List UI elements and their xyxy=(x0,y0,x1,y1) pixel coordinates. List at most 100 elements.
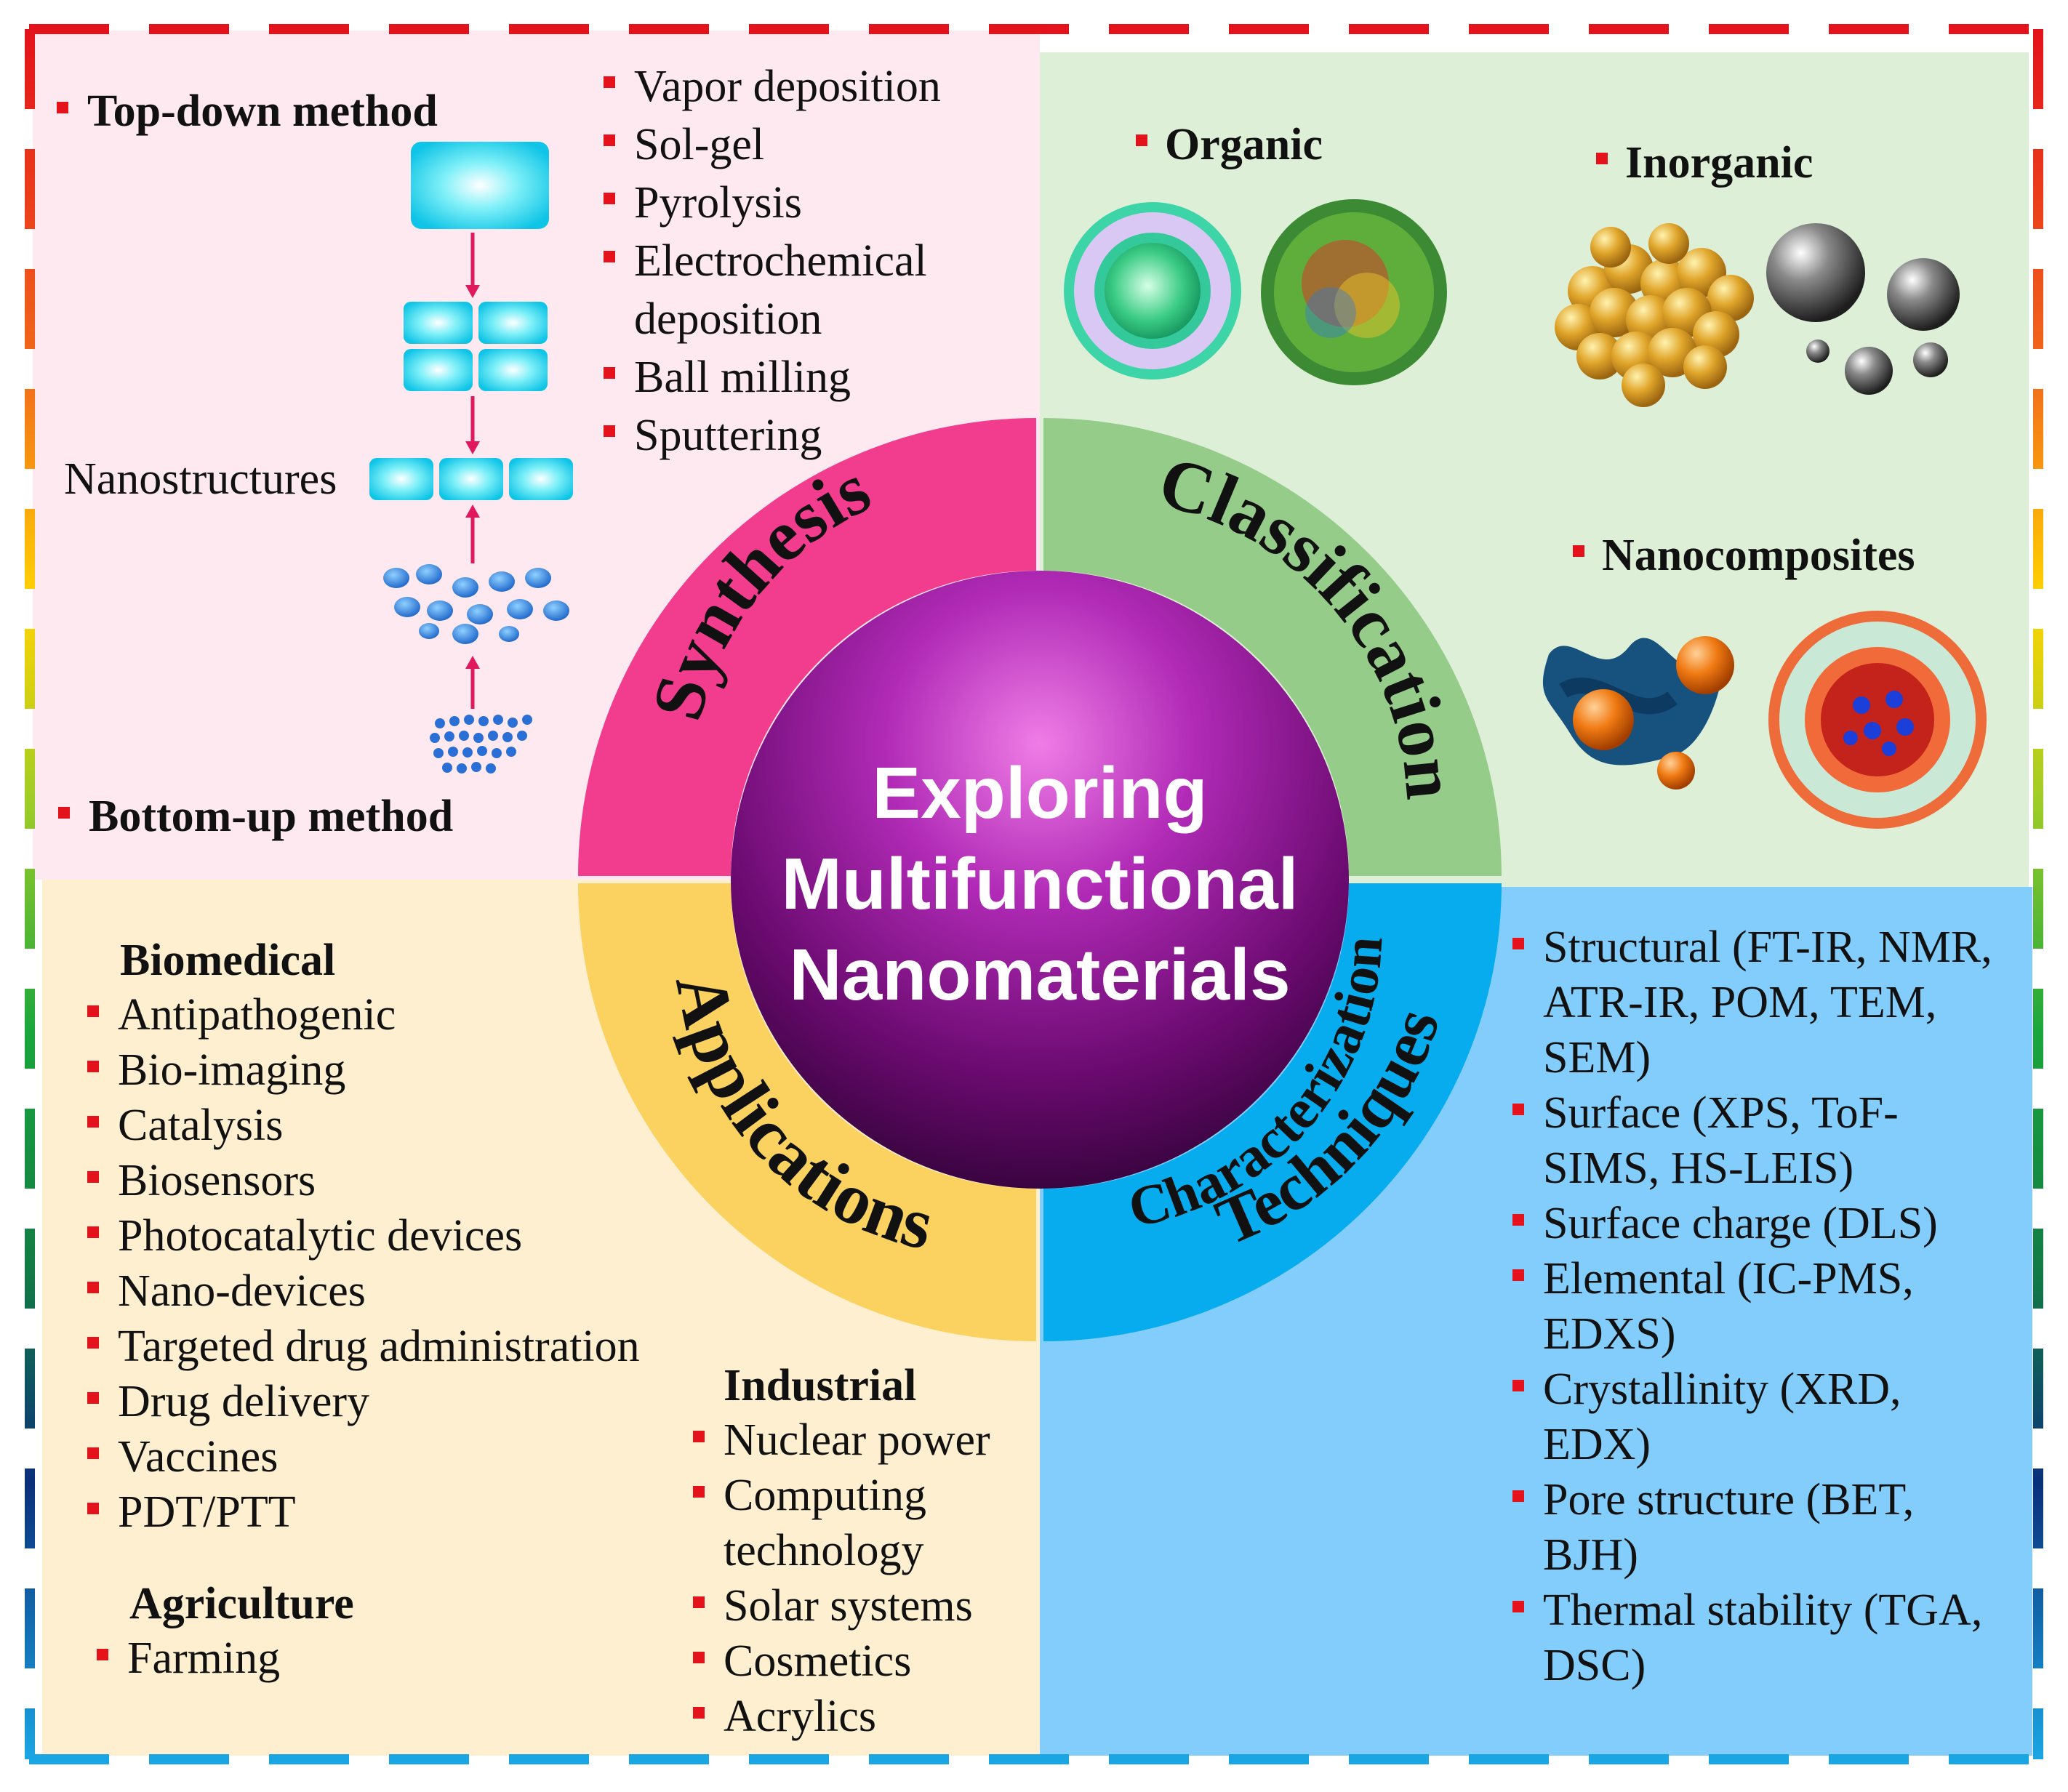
atoms-icon xyxy=(430,715,532,774)
bullet xyxy=(604,367,615,379)
list-item: Photocatalytic devices xyxy=(118,1211,523,1261)
biomedical-heading: Biomedical xyxy=(120,936,336,985)
list-item: Antipathogenic xyxy=(118,990,396,1040)
list-item: Ball milling xyxy=(634,353,851,402)
bullet xyxy=(1512,1490,1524,1502)
bullet xyxy=(1512,1269,1524,1281)
top-down-method-label: Top-down method xyxy=(87,87,438,136)
organic-label: Organic xyxy=(1165,120,1323,169)
inorganic-label: Inorganic xyxy=(1625,138,1813,188)
list-item: deposition xyxy=(634,294,822,344)
list-item: technology xyxy=(724,1526,924,1575)
bullet xyxy=(97,1649,108,1660)
metal-nanoparticle-icon xyxy=(1887,258,1960,331)
bullet xyxy=(87,1447,99,1459)
bullet xyxy=(87,1171,99,1183)
bullet xyxy=(604,193,615,204)
liposome-icon xyxy=(1064,202,1241,379)
characterization-ring-segment xyxy=(1043,883,1502,1341)
center-sphere xyxy=(731,571,1349,1189)
list-item: Solar systems xyxy=(724,1581,973,1631)
bottom-up-method-label: Bottom-up method xyxy=(89,792,454,841)
nanocomposites-label: Nanocomposites xyxy=(1602,531,1915,580)
nanostructures-label: Nanostructures xyxy=(64,454,337,504)
list-item: Surface charge (DLS) xyxy=(1543,1199,1938,1248)
bullet xyxy=(87,1503,99,1514)
nanostructure-blocks-icon xyxy=(369,458,573,500)
list-item: Nano-devices xyxy=(118,1266,366,1316)
bullet xyxy=(693,1431,705,1442)
cluster-particles-icon xyxy=(383,564,569,644)
list-item: Computing xyxy=(724,1471,927,1520)
list-item: Vaccines xyxy=(118,1432,278,1482)
polymer-nanocomposite-icon xyxy=(1542,636,1734,789)
metal-nanoparticle-icon xyxy=(1913,342,1948,377)
bullet xyxy=(1512,1380,1524,1391)
list-item: BJH) xyxy=(1543,1530,1638,1580)
metal-nanoparticle-icon xyxy=(1806,339,1829,363)
list-item: Surface (XPS, ToF- xyxy=(1543,1088,1899,1138)
bullet xyxy=(1512,1104,1524,1115)
center-title-line-3: Nanomaterials xyxy=(789,934,1290,1016)
bullet xyxy=(1573,545,1584,557)
center-title-line-2: Multifunctional xyxy=(782,843,1299,925)
list-item: Acrylics xyxy=(724,1692,877,1741)
list-item: Drug delivery xyxy=(118,1377,370,1426)
list-item: Elemental (IC-PMS, xyxy=(1543,1254,1914,1303)
bullet xyxy=(58,807,70,819)
list-item: Structural (FT-IR, NMR, xyxy=(1543,923,1992,972)
bulk-block-icon xyxy=(411,142,549,229)
classification-illustrations xyxy=(1064,199,1987,829)
list-item: Pyrolysis xyxy=(634,178,802,228)
metal-nanoparticle-icon xyxy=(1766,223,1865,322)
bullet xyxy=(1596,153,1608,164)
bullet xyxy=(604,134,615,146)
metal-nanoparticle-icon xyxy=(1845,347,1893,395)
bullet xyxy=(87,1005,99,1017)
list-item: Sputtering xyxy=(634,411,822,460)
bullet xyxy=(693,1486,705,1498)
split-blocks-icon xyxy=(404,302,548,391)
bullet xyxy=(693,1596,705,1608)
bullet xyxy=(87,1337,99,1349)
list-item: Targeted drug administration xyxy=(118,1322,640,1371)
classification-ring-segment xyxy=(1043,418,1502,876)
industrial-heading: Industrial xyxy=(724,1361,917,1410)
bullet xyxy=(1512,1214,1524,1226)
bullet xyxy=(1512,938,1524,949)
list-item: Cosmetics xyxy=(724,1636,912,1686)
list-item: Pore structure (BET, xyxy=(1543,1475,1915,1524)
list-item: Farming xyxy=(127,1634,281,1683)
bullet xyxy=(604,425,615,437)
list-item: Vapor deposition xyxy=(634,62,941,111)
bullet xyxy=(87,1061,99,1072)
list-item: ATR-IR, POM, TEM, xyxy=(1543,978,1937,1027)
list-item: Biosensors xyxy=(118,1156,316,1205)
bullet xyxy=(87,1226,99,1238)
bullet xyxy=(57,102,68,113)
bullet xyxy=(87,1282,99,1293)
list-item: PDT/PTT xyxy=(118,1487,296,1537)
bullet xyxy=(693,1707,705,1719)
agriculture-heading: Agriculture xyxy=(129,1579,354,1628)
core-shell-nanocomposite-icon xyxy=(1768,611,1987,829)
bullet xyxy=(1512,1601,1524,1612)
list-item: EDX) xyxy=(1543,1420,1651,1469)
nanostructure-illustration xyxy=(369,142,573,774)
list-item: SEM) xyxy=(1543,1033,1651,1082)
dendrimer-icon xyxy=(1261,199,1447,385)
list-item: SIMS, HS-LEIS) xyxy=(1543,1144,1854,1193)
list-item: Bio-imaging xyxy=(118,1045,346,1095)
bullet xyxy=(87,1116,99,1128)
list-item: DSC) xyxy=(1543,1641,1646,1690)
list-item: Sol-gel xyxy=(634,120,765,169)
bullet xyxy=(87,1392,99,1404)
list-item: Catalysis xyxy=(118,1101,284,1150)
bullet xyxy=(693,1652,705,1663)
bullet xyxy=(1136,134,1147,146)
synthesis-ring-segment xyxy=(578,418,1036,876)
list-item: Crystallinity (XRD, xyxy=(1543,1365,1901,1414)
applications-ring-segment xyxy=(578,883,1036,1341)
